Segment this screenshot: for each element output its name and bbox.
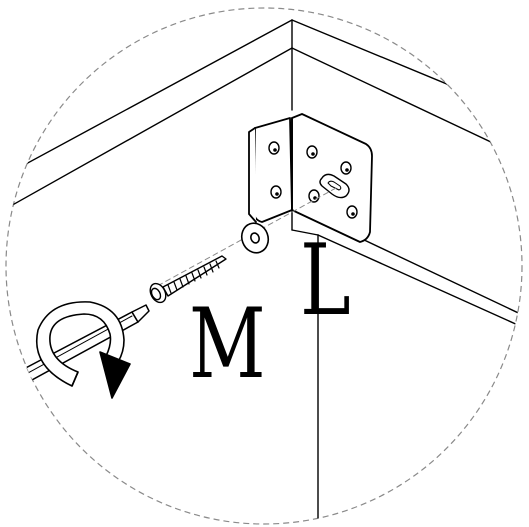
l-bracket	[249, 114, 372, 242]
screw-label: M	[189, 296, 266, 392]
bracket-label: L	[300, 232, 351, 330]
detail-circle	[6, 8, 522, 524]
screwdriver	[0, 305, 149, 404]
cabinet-panels	[0, 20, 529, 527]
washer	[238, 219, 273, 256]
